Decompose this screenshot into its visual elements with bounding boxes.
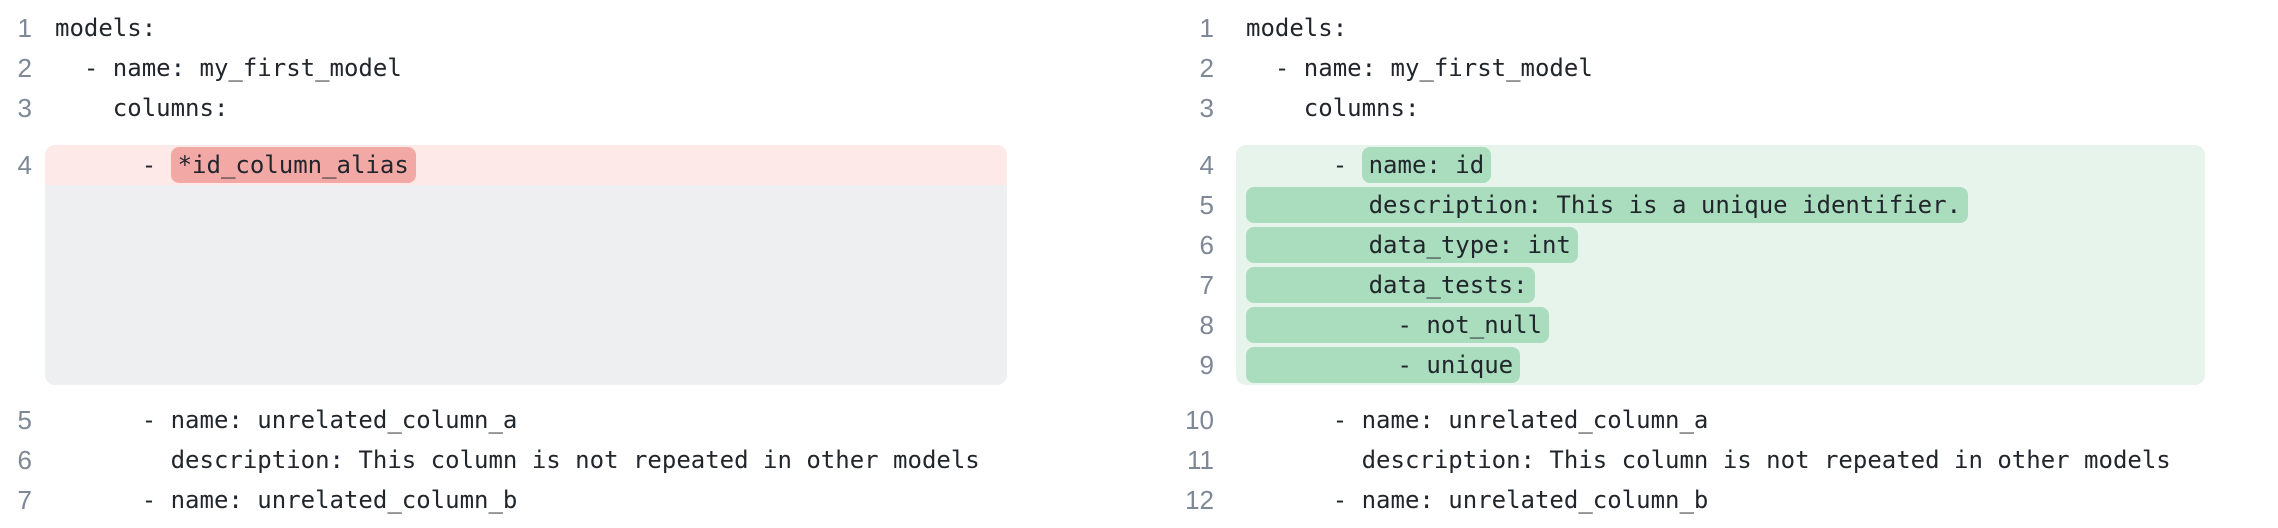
code-line: 3 columns:: [1139, 88, 2205, 128]
line-number: 2: [1199, 53, 1214, 83]
line-number: 7: [1199, 270, 1214, 300]
line-number: 2: [17, 53, 32, 83]
line-number: 9: [1199, 350, 1214, 380]
line-number: 1: [1199, 13, 1214, 43]
line-number: 7: [17, 485, 32, 515]
code-text: - name: my_first_model: [55, 54, 402, 82]
added-token: name: id: [1361, 147, 1492, 183]
line-number: [0, 185, 32, 385]
code-line: 9 - unique: [1139, 345, 2205, 385]
code-line: 10 - name: unrelated_column_a: [1139, 400, 2205, 440]
added-token: data_type: int: [1246, 227, 1578, 263]
code-text: data_tests:: [1236, 265, 2205, 305]
line-number: 1: [17, 13, 32, 43]
line-number: 10: [1185, 405, 1214, 435]
line-number: 12: [1185, 485, 1214, 515]
line-number: 11: [1187, 445, 1214, 475]
code-text: columns:: [1246, 94, 1420, 122]
added-token: - unique: [1246, 347, 1521, 383]
code-line: 4 - name: id: [1139, 145, 2205, 185]
code-line: 7 - name: unrelated_column_b: [0, 480, 1007, 520]
code-text: description: This is a unique identifier…: [1236, 185, 2205, 225]
added-token: data_tests:: [1246, 267, 1535, 303]
code-line: 2 - name: my_first_model: [0, 48, 1007, 88]
line-number: 5: [1199, 190, 1214, 220]
line-number: 6: [1199, 230, 1214, 260]
code-text: - name: my_first_model: [1246, 54, 1593, 82]
code-line: 3 columns:: [0, 88, 1007, 128]
line-number: 6: [17, 445, 32, 475]
removed-token: *id_column_alias: [170, 147, 416, 183]
code-line: 1 models:: [0, 8, 1007, 48]
code-text: data_type: int: [1236, 225, 2205, 265]
code-text: - name: id: [1236, 145, 2205, 185]
code-line: 6 data_type: int: [1139, 225, 2205, 265]
code-text: - name: unrelated_column_b: [55, 486, 518, 514]
code-line: 6 description: This column is not repeat…: [0, 440, 1007, 480]
code-text: models:: [1246, 14, 1348, 42]
code-line: 1 models:: [1139, 8, 2205, 48]
added-token: description: This is a unique identifier…: [1246, 187, 1969, 223]
line-number: 3: [1199, 93, 1214, 123]
code-text: description: This column is not repeated…: [1246, 446, 2171, 474]
code-text: - unique: [1236, 345, 2205, 385]
code-line: 7 data_tests:: [1139, 265, 2205, 305]
added-token: - not_null: [1246, 307, 1549, 343]
code-text: columns:: [55, 94, 229, 122]
code-line: 8 - not_null: [1139, 305, 2205, 345]
code-line: 12 - name: unrelated_column_b: [1139, 480, 2205, 520]
code-line: 5 - name: unrelated_column_a: [0, 400, 1007, 440]
line-number: 4: [1199, 150, 1214, 180]
code-line: 2 - name: my_first_model: [1139, 48, 2205, 88]
code-text: - name: unrelated_column_a: [55, 406, 518, 434]
code-line: 5 description: This is a unique identifi…: [1139, 185, 2205, 225]
code-text: - *id_column_alias: [45, 145, 1007, 185]
code-line: 4 - *id_column_alias: [0, 145, 1007, 185]
collapsed-lines-filler: [45, 185, 1007, 385]
code-text: description: This column is not repeated…: [55, 446, 980, 474]
line-number: 3: [17, 93, 32, 123]
line-number: 5: [17, 405, 32, 435]
code-text: - not_null: [1236, 305, 2205, 345]
collapsed-filler-row: [0, 185, 1007, 385]
line-number: 4: [17, 150, 32, 180]
code-text: - name: unrelated_column_b: [1246, 486, 1709, 514]
code-line: 11 description: This column is not repea…: [1139, 440, 2205, 480]
code-text: - name: unrelated_column_a: [1246, 406, 1709, 434]
line-number: 8: [1199, 310, 1214, 340]
code-text: models:: [55, 14, 157, 42]
